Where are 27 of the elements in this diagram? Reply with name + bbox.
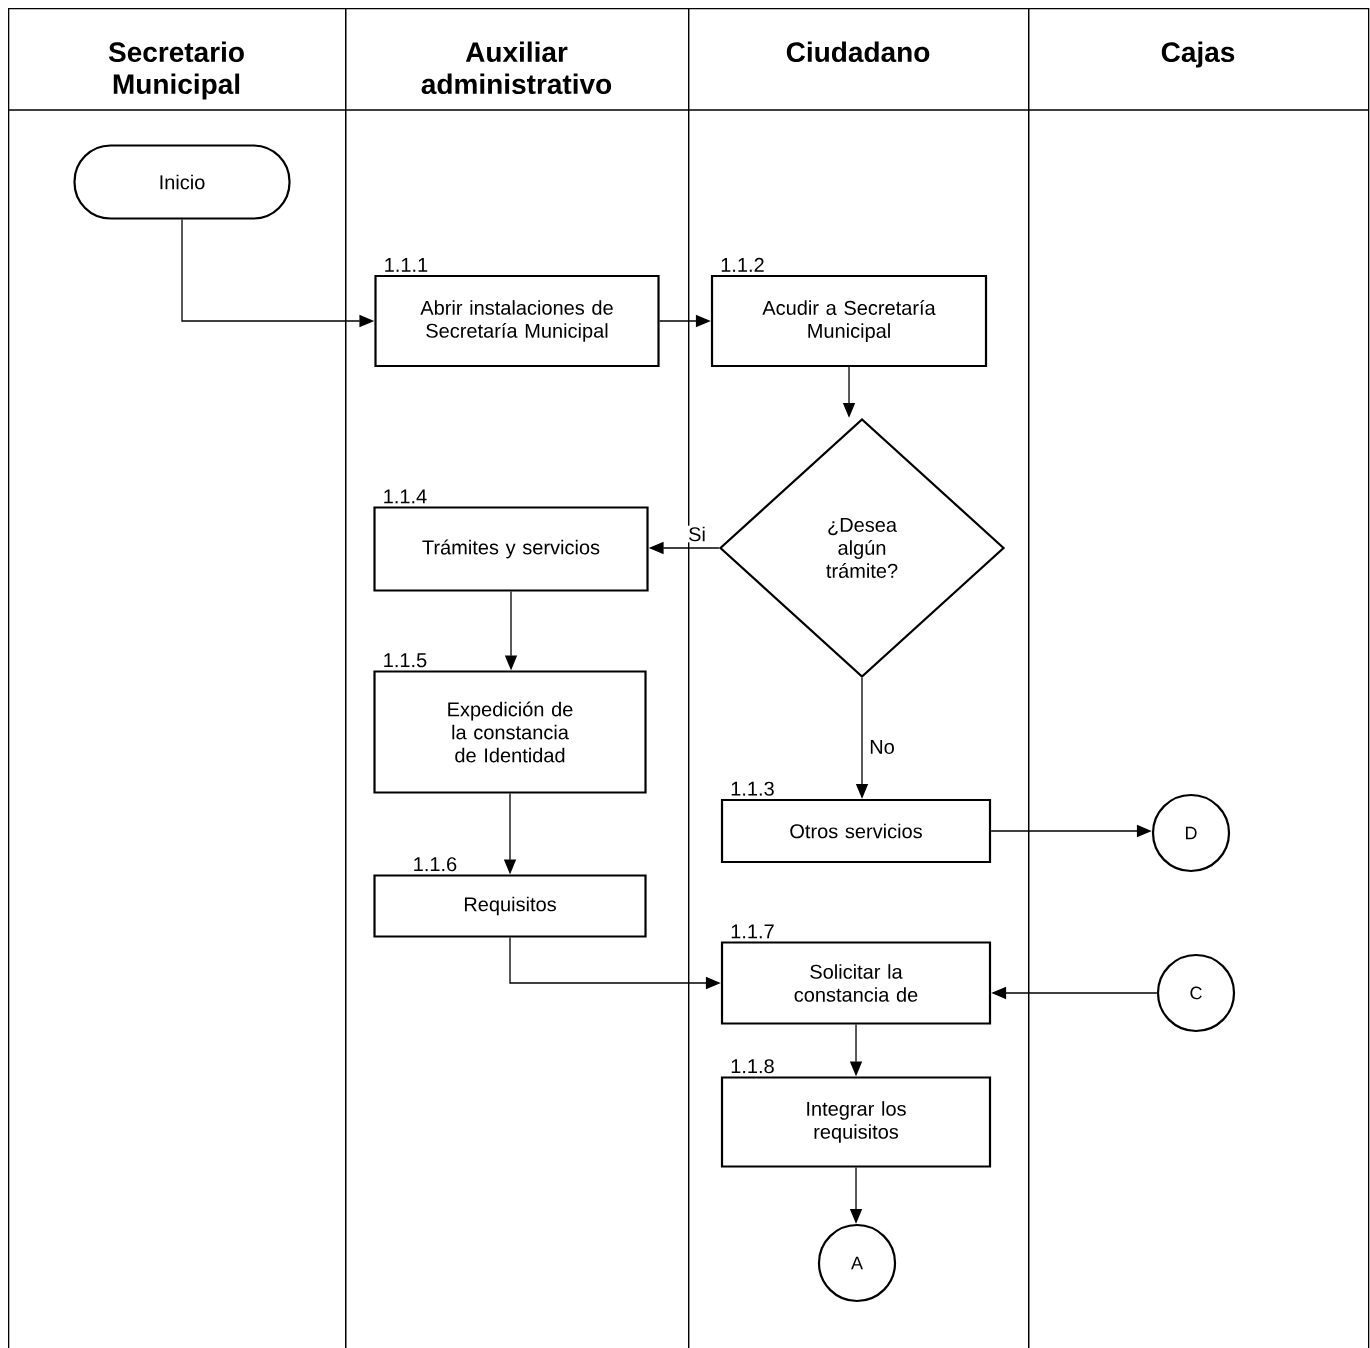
step-number: 1.1.6	[414, 857, 457, 872]
step-number: 1.1.8	[731, 1059, 774, 1074]
step-number: 1.1.3	[731, 781, 774, 796]
process-box: Expedición de la constancia de Identidad	[373, 670, 647, 794]
process-box: Integrar los requisitos	[720, 1076, 992, 1168]
step-number: 1.1.1	[385, 258, 428, 272]
edge-label: Si	[687, 525, 707, 543]
step-number: 1.1.5	[384, 653, 427, 668]
step-number: 1.1.4	[384, 489, 427, 504]
step-number: 1.1.2	[721, 257, 764, 272]
swimlane	[1028, 8, 1370, 1348]
lane-header: Secretario Municipal	[108, 41, 244, 100]
step-number: 1.1.7	[731, 924, 774, 939]
swimlane	[8, 8, 347, 1348]
process-box: Otros servicios	[720, 798, 992, 864]
edge-label: No	[868, 739, 896, 755]
process-box: Trámites y servicios	[373, 506, 649, 592]
start-terminal: Inicio	[73, 144, 291, 220]
swimlane	[688, 8, 1030, 1348]
process-box: Acudir a Secretaría Municipal	[710, 274, 988, 368]
lane-header: Ciudadano	[786, 41, 930, 63]
process-box: Abrir instalaciones de Secretaría Municipal	[374, 274, 660, 368]
swimlane	[345, 8, 690, 1348]
lane-header: Cajas	[1161, 41, 1235, 68]
process-box: Solicitar la constancia de	[720, 941, 992, 1025]
process-box: Requisitos	[373, 874, 647, 938]
lane-header: Auxiliar administrativo	[421, 41, 612, 95]
